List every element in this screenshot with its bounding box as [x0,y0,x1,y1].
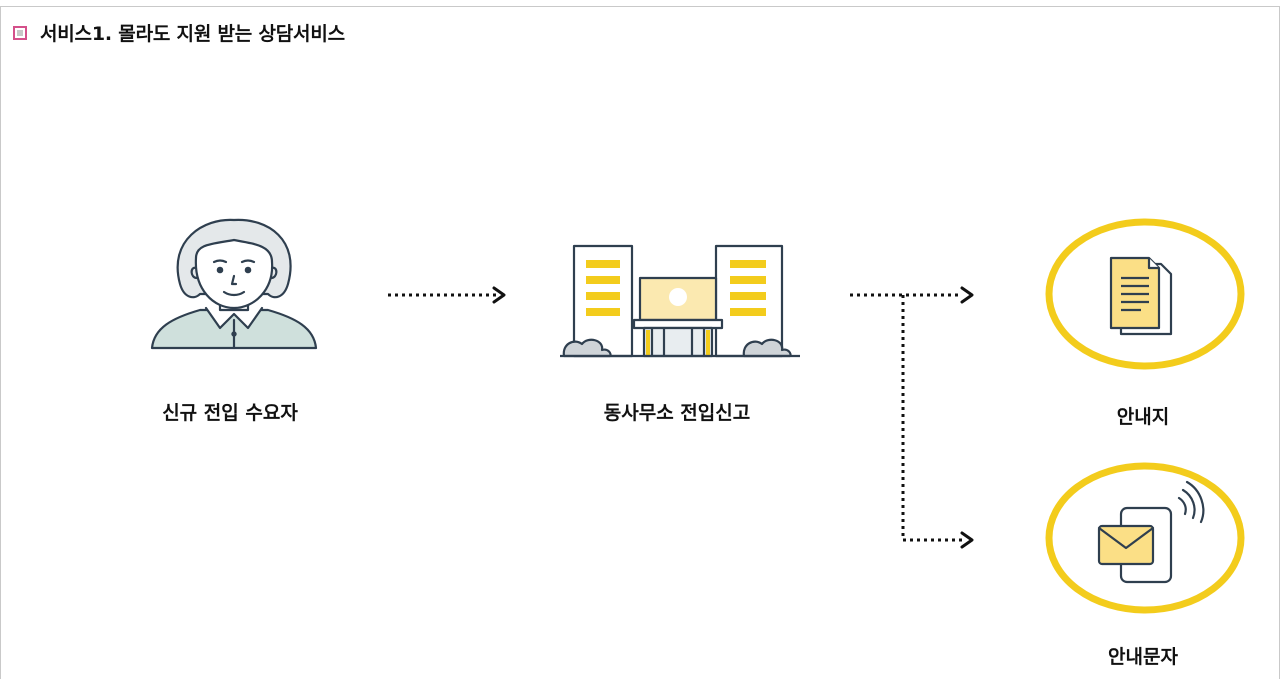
office-building-icon [560,244,800,358]
person-icon [150,218,318,350]
sms-phone-icon [1045,462,1245,614]
office-label: 동사무소 전입신고 [603,402,751,424]
section-header: 서비스1. 몰라도 지원 받는 상담서비스 [13,19,345,46]
arrowhead-office [492,286,506,304]
arrowhead-notice [960,286,974,304]
square-bullet-icon [13,25,27,40]
person-label: 신규 전입 수요자 [162,402,298,424]
section-title: 서비스1. 몰라도 지원 받는 상담서비스 [40,23,345,45]
diagram-frame [0,6,1280,679]
sms-label: 안내문자 [1108,646,1178,668]
notice-label: 안내지 [1116,406,1170,428]
arrowhead-sms [960,531,974,549]
notice-document-icon [1045,218,1245,370]
